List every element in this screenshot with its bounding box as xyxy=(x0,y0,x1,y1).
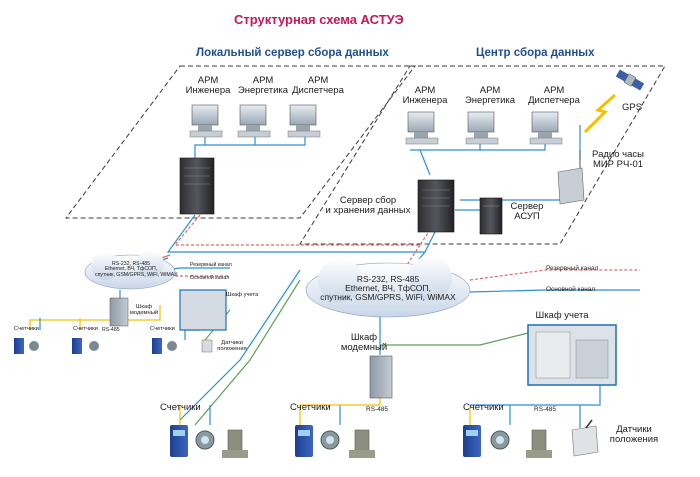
main-channel-label-small: Основной канал xyxy=(190,275,230,281)
flowmeter-icon xyxy=(29,341,39,351)
flowmeter-icon xyxy=(320,430,340,450)
workstation-icon xyxy=(465,111,499,145)
local-server-title: Локальный сервер сбора данных xyxy=(196,47,389,59)
flowmeter-icon xyxy=(89,341,99,351)
flowmeter-icon xyxy=(167,341,177,351)
workstation-icon xyxy=(287,104,321,138)
main-channel-label: Основной канал xyxy=(546,286,596,293)
asup-server-icon xyxy=(479,197,503,235)
gps-signal xyxy=(583,93,616,134)
modem-cabinet xyxy=(369,355,393,399)
data-center-plane xyxy=(299,65,666,245)
local-server-icon xyxy=(179,157,215,215)
modem-cabinet-small xyxy=(109,297,129,327)
pressure-sensor-icon xyxy=(526,429,552,458)
workstation-icon xyxy=(405,111,439,145)
meters-label: Счетчики xyxy=(160,402,201,413)
flowmeter-icon xyxy=(195,430,215,450)
collection-server-icon xyxy=(417,179,455,233)
meter-cabinet-small xyxy=(179,289,227,331)
cabinet-panel xyxy=(575,339,609,379)
meter-icon xyxy=(463,425,481,457)
meter-icon xyxy=(72,338,82,354)
local-server-plane xyxy=(65,65,417,219)
pressure-sensor-icon xyxy=(222,429,248,458)
rs485-label: RS-485 xyxy=(366,406,389,413)
pressure-sensor-icon xyxy=(349,429,375,458)
network-cloud xyxy=(84,250,176,290)
reserve-channel-label: Резервный канал xyxy=(546,265,599,272)
network-cloud xyxy=(305,256,471,318)
reserve-channel-label-small: Резервный канал xyxy=(190,262,232,268)
position-sensor-icon xyxy=(201,339,213,353)
meter-icon xyxy=(14,338,24,354)
workstation-icon xyxy=(189,104,223,138)
page-title: Структурная схема АСТУЭ xyxy=(234,12,404,27)
meter-icon xyxy=(295,425,313,457)
meter-icon xyxy=(170,425,188,457)
gps-label: GPS xyxy=(622,102,643,113)
meters-label-small: Счетчики xyxy=(150,326,175,332)
meter-cabinet-label-small: Шкаф учета xyxy=(226,292,259,298)
workstation-icon xyxy=(529,111,563,145)
satellite-icon xyxy=(615,69,645,91)
meters-label-small: Счетчики xyxy=(73,326,98,332)
meters-label: Счетчики xyxy=(463,402,504,413)
rs485-label-small: RS-485 xyxy=(102,327,120,333)
radio-clock-icon xyxy=(557,150,585,205)
meter-icon xyxy=(152,338,162,354)
meters-label: Счетчики xyxy=(290,402,331,413)
flowmeter-icon xyxy=(490,430,510,450)
meters-label-small: Счетчики xyxy=(14,326,39,332)
workstation-icon xyxy=(237,104,271,138)
position-sensor-icon xyxy=(571,419,599,457)
meter-cabinet-label: Шкаф учета xyxy=(535,310,589,321)
data-center-title: Центр сбора данных xyxy=(476,47,595,59)
cabinet-door xyxy=(535,331,571,379)
rs485-label: RS-485 xyxy=(534,406,557,413)
